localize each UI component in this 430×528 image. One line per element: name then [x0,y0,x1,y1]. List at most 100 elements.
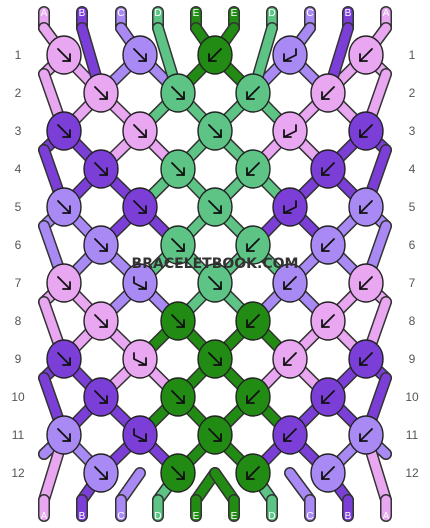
knot [197,263,233,303]
row-number-left: 2 [15,86,22,100]
arrow-down-left-icon [246,86,260,100]
arrow-down-left-icon [208,48,222,62]
knot [83,73,119,113]
row-number-left: 11 [12,428,25,442]
arrow-down-right-icon [57,352,71,366]
arrow-down-right-icon [94,390,108,404]
knot-shape [272,187,308,227]
knot [83,453,119,493]
knot-shape [272,111,308,151]
arrow-down-right-icon [57,48,71,62]
arrow-down-left-icon [246,314,260,328]
arrow-down-left-icon [321,390,335,404]
knot [348,187,384,227]
arrow-down-right-icon [57,200,71,214]
arrow-down-left-icon [321,162,335,176]
arrow-down-left-icon [359,48,373,62]
knot [348,415,384,455]
knot [272,35,308,75]
arrow-down-left-icon [321,86,335,100]
row-number-right: 8 [409,314,416,328]
strand-label-bottom: E [231,511,238,522]
row-number-right: 9 [409,352,416,366]
knot [46,187,82,227]
strand-label-bottom: B [79,511,86,522]
strand-label-bottom: D [154,511,161,522]
arrow-down-right-icon [94,238,108,252]
knot [160,453,196,493]
arrow-down-right-icon [208,276,222,290]
strand-label-bottom: D [268,511,275,522]
knot [122,35,158,75]
strand-label-bottom: E [193,511,200,522]
knot [46,111,82,151]
strand-label-top: E [193,8,200,19]
row-number-left: 10 [11,390,25,404]
knot [348,263,384,303]
row-number-right: 1 [409,48,416,62]
knot [310,73,346,113]
knot [348,111,384,151]
knot [348,339,384,379]
row-number-left: 3 [15,124,22,138]
strand-label-bottom: C [306,511,313,522]
knot [310,453,346,493]
knot [235,377,271,417]
row-number-right: 5 [409,200,416,214]
arrow-right-down-right-icon [133,428,147,442]
knot [46,263,82,303]
arrow-down-left-icon [359,124,373,138]
knot [160,225,196,265]
watermark-text: BRACELETBOOK.COM [132,256,299,272]
knot [235,73,271,113]
strand-label-top: B [345,8,352,19]
row-number-right: 6 [409,238,416,252]
knot [235,149,271,189]
strand-label-bottom: A [383,511,390,522]
knot [160,377,196,417]
knot [122,339,158,379]
arrow-down-left-icon [321,466,335,480]
knot [83,377,119,417]
strand-label-top: B [79,8,86,19]
row-number-right: 12 [405,466,419,480]
row-number-left: 7 [15,276,22,290]
arrow-down-left-icon [283,428,297,442]
knot [83,225,119,265]
arrow-down-left-icon [283,352,297,366]
arrow-down-right-icon [94,314,108,328]
strand-label-bottom: A [41,511,48,522]
strand-label-top: A [41,8,48,19]
knot [272,263,308,303]
arrow-right-down-right-icon [133,352,147,366]
arrow-down-right-icon [208,200,222,214]
arrow-down-left-icon [359,428,373,442]
knot [160,73,196,113]
knot [197,111,233,151]
row-number-left: 9 [15,352,22,366]
arrow-down-right-icon [208,428,222,442]
knot-shape [122,415,158,455]
knot [272,111,308,151]
knot [235,301,271,341]
arrow-down-right-icon [171,390,185,404]
arrow-left-down-left-icon [283,48,297,62]
knot [235,225,271,265]
arrow-down-right-icon [94,466,108,480]
row-number-right: 10 [405,390,419,404]
arrow-down-left-icon [246,162,260,176]
arrow-down-right-icon [171,466,185,480]
knot [122,263,158,303]
arrow-down-right-icon [57,428,71,442]
knot [310,301,346,341]
knot [310,377,346,417]
knot [272,415,308,455]
arrow-down-left-icon [359,276,373,290]
arrow-down-left-icon [246,390,260,404]
arrow-down-right-icon [208,124,222,138]
strand-label-top: D [154,8,161,19]
strand-label-bottom: B [345,511,352,522]
row-number-right: 3 [409,124,416,138]
